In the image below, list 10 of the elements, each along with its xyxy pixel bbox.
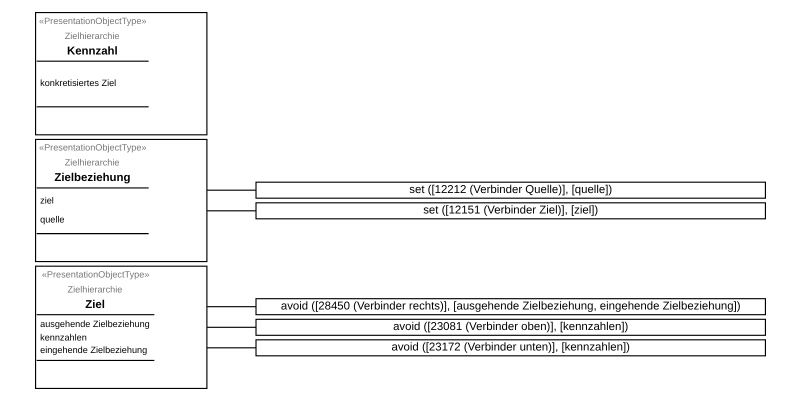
node-box: avoid ([23172 (Verbinder unten)], [kennzahlen]) — [254, 339, 766, 356]
connector — [206, 326, 256, 328]
connector — [206, 306, 256, 308]
node-box: avoid ([23081 (Verbinder oben)], [kennzahlen]) — [254, 318, 766, 336]
connector — [206, 347, 256, 348]
node-box: set ([12151 (Verbinder Ziel)], [ziel]) — [254, 202, 766, 220]
node-box: set ([12212 (Verbinder Quelle)], [quelle]) — [254, 182, 766, 199]
connector — [206, 190, 256, 191]
node-box: avoid ([28450 (Verbinder rechts)], [ausgehende Zielbeziehung, eingehende Zielbeziehung]) — [254, 298, 766, 316]
connector — [206, 210, 256, 212]
